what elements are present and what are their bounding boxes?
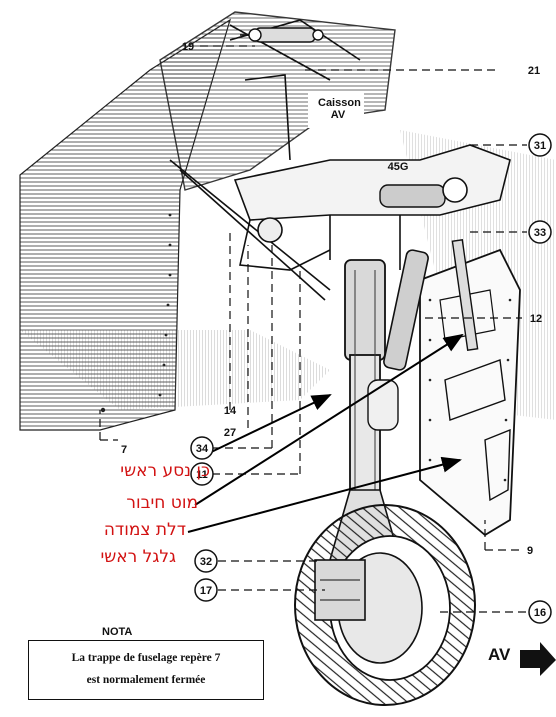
callout-27: 27 (224, 427, 236, 439)
retraction-actuator (248, 27, 468, 243)
callout-14: 14 (224, 405, 237, 417)
callout-16: 16 (534, 607, 546, 619)
fuselage-door-panel (19, 11, 396, 431)
callout-9: 9 (527, 545, 533, 557)
label-gear-door: דלת צמודה (103, 520, 186, 540)
forward-arrow-icon (520, 642, 556, 676)
callout-11: 11 (196, 469, 208, 481)
callout-leaders (99, 45, 527, 613)
nota-title: NOTA (98, 626, 137, 638)
callout-21: 21 (528, 65, 540, 77)
nota-line-2: est normalement fermée (86, 674, 206, 686)
callout-19: 19 (182, 41, 194, 53)
nota-line-1: La trappe de fuselage repère 7 (71, 652, 221, 664)
callout-31: 31 (534, 140, 546, 152)
annotation-arrows (187, 333, 464, 533)
nota-box (28, 640, 264, 700)
caisson-label: Caisson AV (318, 97, 361, 121)
callout-7: 7 (121, 444, 127, 456)
label-main-gear-leg: כן נסע ראשי (120, 461, 210, 481)
label-main-wheel: גלגל ראשי (100, 547, 176, 567)
callout-circles (190, 133, 552, 624)
label-hinge-pin: מוט חיבור (126, 493, 198, 513)
main-wheel (294, 504, 476, 706)
callout-34: 34 (196, 443, 209, 455)
callout-17: 17 (200, 585, 212, 597)
callout-33: 33 (534, 227, 546, 239)
direction-label: AV (488, 645, 511, 664)
reference-45g: 45G (388, 161, 409, 173)
callout-12: 12 (530, 313, 542, 325)
callout-32: 32 (200, 556, 212, 568)
